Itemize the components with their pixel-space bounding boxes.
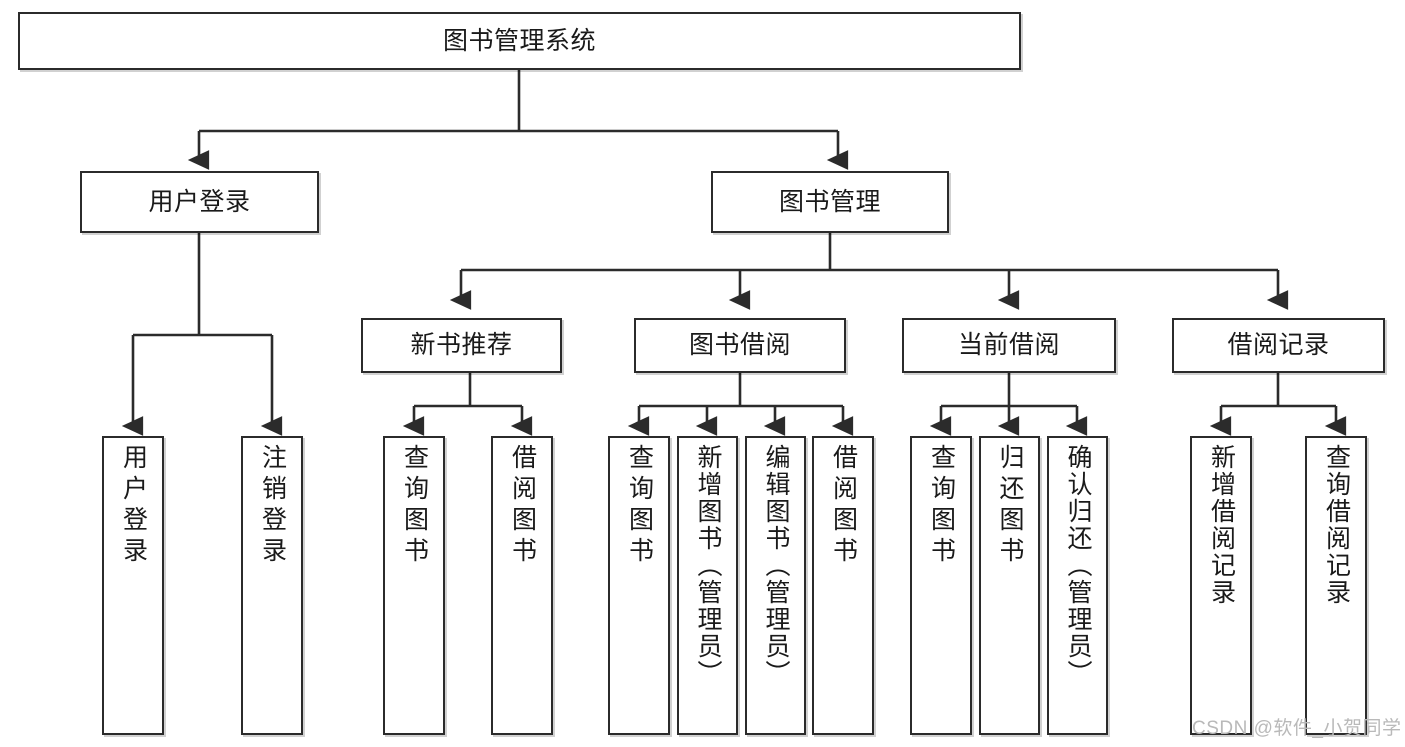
leaf-recommend-borrow-book[interactable]: 借阅图书 bbox=[491, 436, 553, 735]
leaf-recommend-query-book[interactable]: 查询图书 bbox=[383, 436, 445, 735]
node-book-management[interactable]: 图书管理 bbox=[711, 171, 949, 233]
leaf-borrow-query-book-label: 查询图书 bbox=[625, 444, 654, 568]
leaf-record-add-record[interactable]: 新增借阅记录 bbox=[1190, 436, 1252, 735]
leaf-borrow-query-book[interactable]: 查询图书 bbox=[608, 436, 670, 735]
leaf-borrow-edit-book-admin-label: 编辑图书（管理员） bbox=[762, 444, 790, 687]
leaf-recommend-query-book-label: 查询图书 bbox=[400, 444, 429, 568]
leaf-current-query-book[interactable]: 查询图书 bbox=[910, 436, 972, 735]
node-book-borrow-label: 图书借阅 bbox=[688, 331, 791, 360]
leaf-current-return-book[interactable]: 归还图书 bbox=[979, 436, 1040, 735]
leaf-user-login-logout[interactable]: 注销登录 bbox=[241, 436, 303, 735]
node-new-book-recommend-label: 新书推荐 bbox=[410, 331, 513, 360]
leaf-current-confirm-return-admin-label: 确认归还（管理员） bbox=[1064, 444, 1092, 687]
leaf-current-return-book-label: 归还图书 bbox=[996, 444, 1024, 568]
leaf-borrow-add-book-admin[interactable]: 新增图书（管理员） bbox=[677, 436, 738, 735]
leaf-borrow-borrow-book-label: 借阅图书 bbox=[829, 444, 858, 568]
node-borrow-record-label: 借阅记录 bbox=[1227, 331, 1330, 360]
leaf-record-query-record-label: 查询借阅记录 bbox=[1322, 444, 1351, 606]
leaf-user-login-login-label: 用户登录 bbox=[119, 444, 148, 568]
watermark-text: CSDN @软件_小贺同学 bbox=[1192, 718, 1402, 739]
leaf-borrow-add-book-admin-label: 新增图书（管理员） bbox=[694, 444, 722, 687]
node-user-login[interactable]: 用户登录 bbox=[80, 171, 319, 233]
leaf-borrow-borrow-book[interactable]: 借阅图书 bbox=[812, 436, 874, 735]
node-book-management-label: 图书管理 bbox=[778, 187, 881, 216]
leaf-user-login-logout-label: 注销登录 bbox=[258, 444, 287, 568]
node-book-borrow[interactable]: 图书借阅 bbox=[634, 318, 846, 373]
leaf-current-confirm-return-admin[interactable]: 确认归还（管理员） bbox=[1047, 436, 1108, 735]
node-new-book-recommend[interactable]: 新书推荐 bbox=[361, 318, 562, 373]
node-current-borrow-label: 当前借阅 bbox=[957, 331, 1060, 360]
leaf-current-query-book-label: 查询图书 bbox=[927, 444, 956, 568]
node-current-borrow[interactable]: 当前借阅 bbox=[902, 318, 1116, 373]
node-root-label: 图书管理系统 bbox=[442, 26, 596, 55]
node-user-login-label: 用户登录 bbox=[148, 187, 251, 216]
leaf-record-add-record-label: 新增借阅记录 bbox=[1207, 444, 1236, 606]
node-borrow-record[interactable]: 借阅记录 bbox=[1172, 318, 1385, 373]
leaf-record-query-record[interactable]: 查询借阅记录 bbox=[1305, 436, 1367, 735]
leaf-recommend-borrow-book-label: 借阅图书 bbox=[508, 444, 537, 568]
node-root[interactable]: 图书管理系统 bbox=[18, 12, 1021, 70]
leaf-user-login-login[interactable]: 用户登录 bbox=[102, 436, 164, 735]
leaf-borrow-edit-book-admin[interactable]: 编辑图书（管理员） bbox=[745, 436, 806, 735]
